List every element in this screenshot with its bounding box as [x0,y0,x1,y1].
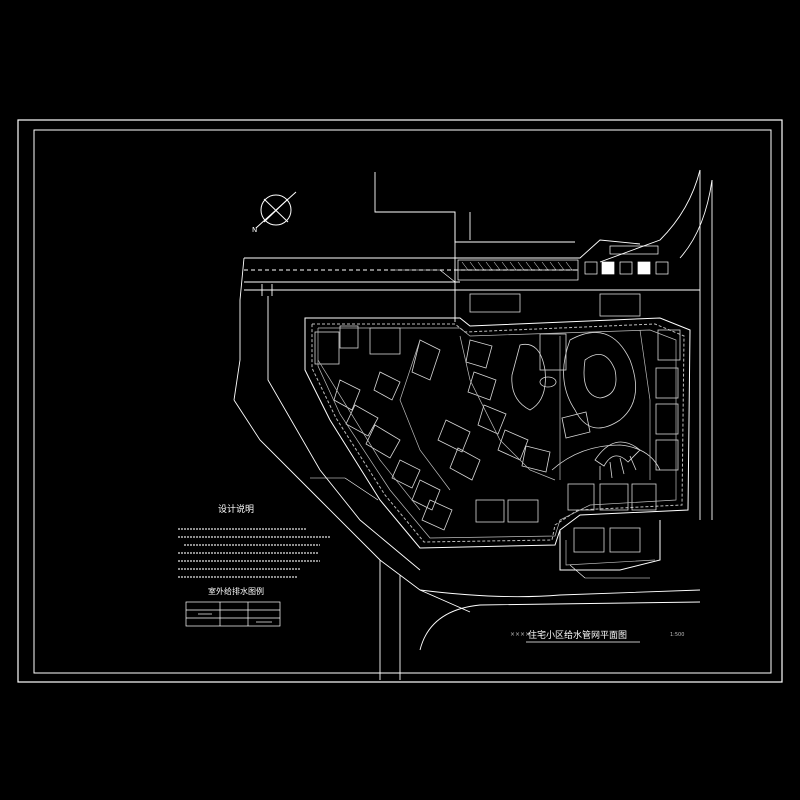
sheet-border-inner [33,129,772,674]
drawing-title: 住宅小区给水管网平面图 [528,629,627,641]
north-arrow-icon [255,191,297,229]
north-label: N [252,226,257,234]
roads-west [233,257,701,680]
design-notes-title: 设计说明 [218,503,254,515]
design-notes-lines [178,528,330,578]
drawing-title-prefix: ×××× [510,631,530,638]
sheet-border-outer [17,119,783,683]
drawing-scale: 1:500 [670,632,684,638]
site-boundary [304,317,691,571]
legend-title: 室外给排水图例 [208,586,264,596]
landscape-features [511,332,661,480]
legend-table [185,601,281,627]
residential-buildings [314,293,681,553]
parking-strip [457,245,669,281]
callout-leaders [310,269,650,579]
water-supply-pipes [317,327,677,566]
